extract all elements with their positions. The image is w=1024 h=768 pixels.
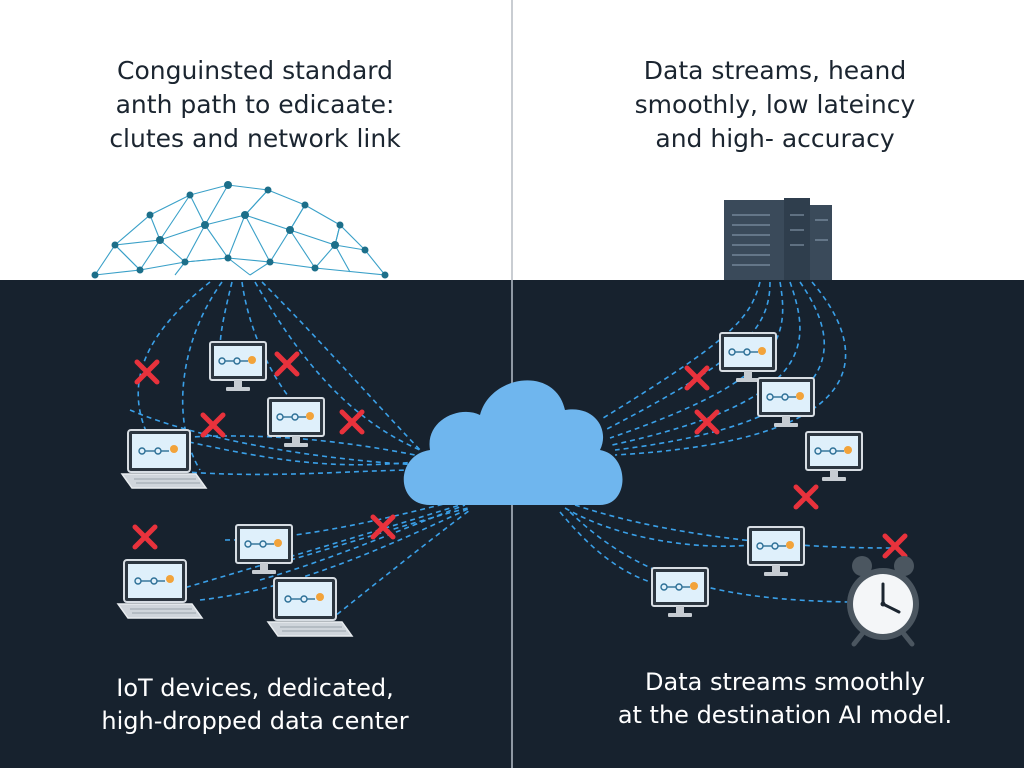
monitor-icon xyxy=(719,332,777,383)
error-x-icon xyxy=(137,362,157,382)
panel-divider-lower xyxy=(511,280,513,768)
mesh-nodes xyxy=(91,181,389,279)
error-x-icon xyxy=(796,487,816,507)
error-x-icon xyxy=(342,412,362,432)
monitor-icon xyxy=(757,377,815,428)
left-caption-line-1: IoT devices, dedicated, xyxy=(116,674,394,702)
left-heading-line-3: clutes and network link xyxy=(109,124,401,153)
error-x-icon xyxy=(373,517,393,537)
cloud-icon xyxy=(403,380,623,505)
monitor-icon xyxy=(209,341,267,392)
laptop-icon xyxy=(117,559,203,619)
laptop-icon xyxy=(121,429,207,489)
laptop-icon xyxy=(267,577,353,637)
left-heading-line-2: anth path to edicaate: xyxy=(115,90,395,119)
left-caption-line-2: high-dropped data center xyxy=(101,707,409,735)
monitor-icon xyxy=(235,524,293,575)
network-mesh-icon xyxy=(94,184,386,276)
left-caption: IoT devices, dedicated, high-dropped dat… xyxy=(60,672,450,738)
error-x-icon xyxy=(697,412,717,432)
right-caption: Data streams smoothly at the destination… xyxy=(580,666,990,732)
right-heading: Data streams, heand smoothly, low latein… xyxy=(580,54,970,156)
monitor-icon xyxy=(805,431,863,482)
monitor-icon xyxy=(747,526,805,577)
error-x-icon xyxy=(203,415,223,435)
left-heading-line-1: Conguinsted standard xyxy=(116,56,393,85)
left-heading: Conguinsted standard anth path to edicaa… xyxy=(60,54,450,156)
monitor-icon xyxy=(651,567,709,618)
right-caption-line-1: Data streams smoothly xyxy=(645,668,925,696)
right-heading-line-3: and high- accuracy xyxy=(655,124,895,153)
server-rack-icon xyxy=(724,198,832,280)
right-heading-line-2: smoothly, low lateincy xyxy=(634,90,916,119)
error-x-icon xyxy=(687,368,707,388)
right-caption-line-2: at the destination AI model. xyxy=(617,701,953,729)
error-x-icon xyxy=(277,354,297,374)
error-x-icon xyxy=(135,527,155,547)
error-x-icon xyxy=(885,536,905,556)
alarm-clock-icon xyxy=(847,556,919,647)
right-heading-line-1: Data streams, heand xyxy=(643,56,907,85)
